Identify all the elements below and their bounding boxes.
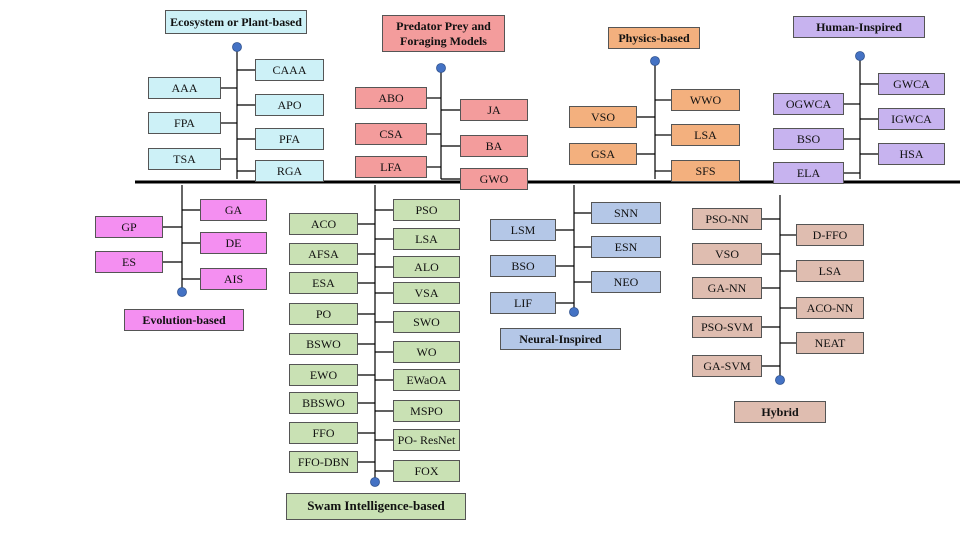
predator-left-box: ABO — [355, 87, 427, 109]
swarm-title: Swam Intelligence-based — [286, 493, 466, 520]
neural-left-box: LSM — [490, 219, 556, 241]
evolution-right-box: AIS — [200, 268, 267, 290]
hybrid-right-box: ACO-NN — [796, 297, 864, 319]
neural-left-box: LIF — [490, 292, 556, 314]
predator-title: Predator Prey and Foraging Models — [382, 15, 505, 52]
human-right-box: HSA — [878, 143, 945, 165]
evolution-title: Evolution-based — [124, 309, 244, 331]
predator-left-box: CSA — [355, 123, 427, 145]
hybrid-right-box: D-FFO — [796, 224, 864, 246]
predator-end-dot — [436, 63, 446, 73]
swarm-right-box: VSA — [393, 282, 460, 304]
hybrid-title: Hybrid — [734, 401, 826, 423]
swarm-right-box: EWaOA — [393, 369, 460, 391]
swarm-left-box: PO — [289, 303, 358, 325]
hybrid-left-box: PSO-SVM — [692, 316, 762, 338]
ecosystem-end-dot — [232, 42, 242, 52]
hybrid-right-box: NEAT — [796, 332, 864, 354]
neural-title: Neural-Inspired — [500, 328, 621, 350]
evolution-left-box: GP — [95, 216, 163, 238]
human-left-box: ELA — [773, 162, 844, 184]
hybrid-right-box: LSA — [796, 260, 864, 282]
swarm-left-box: BSWO — [289, 333, 358, 355]
swarm-right-box: MSPO — [393, 400, 460, 422]
ecosystem-right-box: PFA — [255, 128, 324, 150]
hybrid-left-box: PSO-NN — [692, 208, 762, 230]
human-title: Human-Inspired — [793, 16, 925, 38]
swarm-left-box: BBSWO — [289, 392, 358, 414]
neural-end-dot — [569, 307, 579, 317]
evolution-right-box: GA — [200, 199, 267, 221]
ecosystem-right-box: APO — [255, 94, 324, 116]
human-left-box: BSO — [773, 128, 844, 150]
human-right-box: IGWCA — [878, 108, 945, 130]
ecosystem-right-box: CAAA — [255, 59, 324, 81]
physics-end-dot — [650, 56, 660, 66]
predator-right-box: GWO — [460, 168, 528, 190]
swarm-left-box: EWO — [289, 364, 358, 386]
hybrid-end-dot — [775, 375, 785, 385]
physics-right-box: SFS — [671, 160, 740, 182]
swarm-left-box: AFSA — [289, 243, 358, 265]
neural-left-box: BSO — [490, 255, 556, 277]
evolution-right-box: DE — [200, 232, 267, 254]
ecosystem-left-box: FPA — [148, 112, 221, 134]
evolution-end-dot — [177, 287, 187, 297]
swarm-right-box: FOX — [393, 460, 460, 482]
ecosystem-left-box: AAA — [148, 77, 221, 99]
predator-right-box: BA — [460, 135, 528, 157]
swarm-right-box: ALO — [393, 256, 460, 278]
swarm-right-box: WO — [393, 341, 460, 363]
physics-right-box: LSA — [671, 124, 740, 146]
human-end-dot — [855, 51, 865, 61]
swarm-left-box: ESA — [289, 272, 358, 294]
swarm-right-box: LSA — [393, 228, 460, 250]
swarm-left-box: ACO — [289, 213, 358, 235]
ecosystem-right-box: RGA — [255, 160, 324, 182]
swarm-left-box: FFO — [289, 422, 358, 444]
hybrid-left-box: GA-SVM — [692, 355, 762, 377]
ecosystem-left-box: TSA — [148, 148, 221, 170]
swarm-right-box: PO- ResNet — [393, 429, 460, 451]
hybrid-left-box: VSO — [692, 243, 762, 265]
swarm-left-box: FFO-DBN — [289, 451, 358, 473]
swarm-right-box: PSO — [393, 199, 460, 221]
neural-right-box: SNN — [591, 202, 661, 224]
evolution-left-box: ES — [95, 251, 163, 273]
physics-left-box: GSA — [569, 143, 637, 165]
physics-right-box: WWO — [671, 89, 740, 111]
physics-left-box: VSO — [569, 106, 637, 128]
human-left-box: OGWCA — [773, 93, 844, 115]
ecosystem-title: Ecosystem or Plant-based — [165, 10, 307, 34]
predator-right-box: JA — [460, 99, 528, 121]
swarm-right-box: SWO — [393, 311, 460, 333]
physics-title: Physics-based — [608, 27, 700, 49]
swarm-end-dot — [370, 477, 380, 487]
predator-left-box: LFA — [355, 156, 427, 178]
hybrid-left-box: GA-NN — [692, 277, 762, 299]
human-right-box: GWCA — [878, 73, 945, 95]
neural-right-box: ESN — [591, 236, 661, 258]
neural-right-box: NEO — [591, 271, 661, 293]
